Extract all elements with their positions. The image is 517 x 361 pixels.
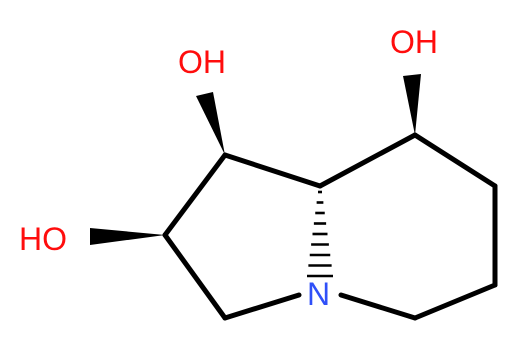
bond-c5-c6	[412, 282, 498, 321]
bond-c2-c3	[162, 232, 228, 321]
bond-n-c5	[338, 292, 418, 321]
bond-c8-c8a	[317, 132, 418, 189]
wedge-bond-c1-oh	[196, 92, 225, 155]
hydroxyl-label-top-left: OH	[178, 44, 226, 80]
hydroxyl-label-left: HO	[19, 221, 67, 257]
bond-c7-c8	[412, 132, 498, 189]
hydroxyl-label-top-right: OH	[390, 24, 438, 60]
nitrogen-label: N	[307, 276, 330, 312]
bond-c1-c8a	[222, 152, 323, 189]
bond-c3-n	[222, 292, 302, 321]
hashed-bond-c8a-n	[307, 190, 333, 278]
wedge-bond-c2-ho	[90, 228, 165, 245]
wedge-bond-c8-oh	[403, 74, 421, 135]
bond-c1-c2	[162, 152, 228, 238]
single-bonds	[162, 132, 498, 321]
